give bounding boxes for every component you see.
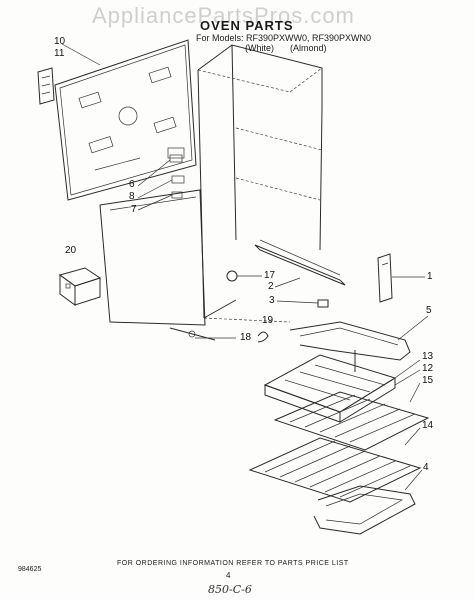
model-numbers: For Models: RF390PXWW0, RF390PXWN0	[196, 33, 372, 43]
callout-3: 3	[269, 295, 275, 306]
oven-cavity-frame	[197, 44, 323, 323]
broil-element	[289, 321, 411, 372]
oven-back-panel	[54, 39, 197, 201]
ordering-instructions: FOR ORDERING INFORMATION REFER TO PARTS …	[117, 560, 349, 567]
callout-18: 18	[240, 332, 252, 343]
callout-12: 12	[422, 363, 434, 374]
callout-15: 15	[422, 375, 434, 386]
callout-1: 1	[427, 271, 433, 282]
callout-20: 20	[65, 245, 77, 256]
spring-clip	[257, 331, 269, 343]
diagram-title: OVEN PARTS	[200, 18, 294, 33]
control-box	[58, 267, 102, 306]
broiler-pan	[263, 354, 397, 423]
leader-lines	[61, 43, 429, 491]
callout-14: 14	[422, 420, 434, 431]
callout-8: 8	[129, 191, 135, 202]
lower-oven-rack	[248, 437, 422, 503]
callout-4: 4	[423, 462, 429, 473]
bottom-rail	[254, 239, 346, 286]
hinge-parts	[169, 154, 185, 199]
variant-almond: (Almond)	[290, 43, 327, 53]
callout-2: 2	[268, 281, 274, 292]
handwritten-note: 850-C-6	[208, 583, 252, 596]
page-number: 4	[226, 571, 231, 580]
callout-5: 5	[426, 305, 432, 316]
callout-11: 11	[54, 48, 65, 59]
side-bracket	[377, 253, 393, 303]
callout-13: 13	[422, 351, 434, 362]
variant-white: (White)	[245, 43, 274, 53]
callout-10: 10	[54, 36, 66, 47]
watermark: AppliancePartsPros.com	[92, 3, 355, 28]
grommet	[226, 270, 238, 282]
bake-element	[313, 485, 416, 535]
oven-side-panel	[99, 189, 206, 326]
callout-19: 19	[262, 315, 274, 326]
upper-oven-rack	[273, 391, 430, 451]
back-panel-plate	[37, 67, 55, 105]
callout-6: 6	[129, 179, 135, 190]
callout-17: 17	[264, 270, 276, 281]
document-code: 984625	[18, 566, 42, 573]
callout-7: 7	[131, 204, 137, 215]
clip	[317, 299, 329, 308]
